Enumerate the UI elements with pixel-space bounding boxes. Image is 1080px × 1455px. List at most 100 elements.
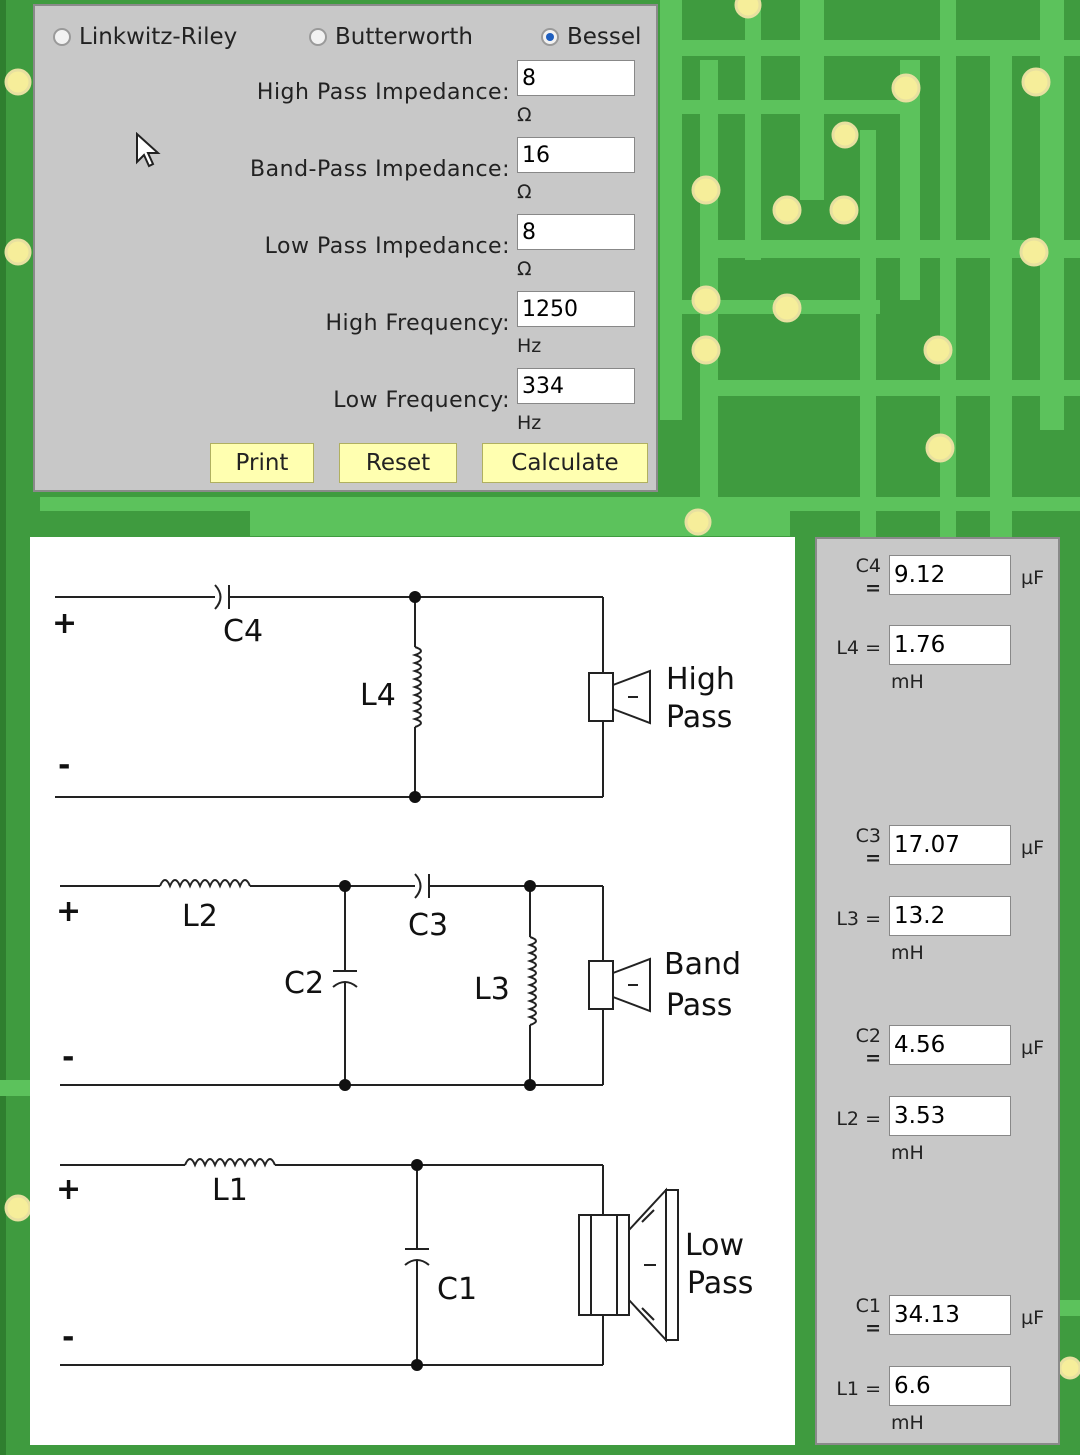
high-pass-line1: High — [666, 662, 735, 697]
low-pass-impedance-row: Low Pass Impedance: Ω — [35, 214, 660, 284]
result-l3-unit: mH — [891, 942, 924, 964]
reset-button[interactable]: Reset — [339, 443, 457, 483]
hp-plus: + — [52, 606, 77, 641]
band-pass-impedance-unit: Ω — [517, 181, 532, 203]
result-c1-unit: µF — [1021, 1307, 1045, 1329]
radio-bessel-label: Bessel — [567, 24, 642, 50]
radio-linkwitz-riley-label: Linkwitz-Riley — [79, 24, 238, 50]
bp-minus: - — [62, 1040, 74, 1075]
band-pass-impedance-input[interactable] — [517, 137, 635, 173]
result-l2-unit: mH — [891, 1142, 924, 1164]
radio-butterworth-label: Butterworth — [335, 24, 473, 50]
high-pass-line2: Pass — [666, 700, 732, 735]
l2-label: L2 — [182, 899, 218, 934]
result-c1: C1 = µF — [817, 1295, 1062, 1355]
high-frequency-row: High Frequency: Hz — [35, 291, 660, 361]
mouse-cursor-icon — [136, 132, 161, 168]
result-l3: L3 = mH — [817, 896, 1062, 964]
result-l1-unit: mH — [891, 1412, 924, 1434]
result-c3: C3 = µF — [817, 825, 1062, 885]
result-l2: L2 = mH — [817, 1096, 1062, 1164]
result-l1-name-text: L1 — [836, 1378, 860, 1400]
result-l4-unit: mH — [891, 671, 924, 693]
result-c1-input[interactable] — [889, 1295, 1011, 1335]
result-l2-name: L2 = — [817, 1108, 881, 1130]
crossover-schematic: + - C4 L4 High Pass + - L2 C3 C2 L3 Band… — [52, 584, 753, 1371]
result-c2: C2 = µF — [817, 1025, 1062, 1085]
crossover-diagram: + - C4 L4 High Pass + - L2 C3 C2 L3 Band… — [30, 537, 795, 1445]
lp-plus: + — [56, 1172, 81, 1207]
low-frequency-row: Low Frequency: Hz — [35, 368, 660, 438]
result-c3-unit: µF — [1021, 837, 1045, 859]
result-l2-name-text: L2 — [836, 1108, 860, 1130]
result-l4-name: L4 = — [817, 637, 881, 659]
result-l4-eq: = — [865, 637, 881, 659]
radio-butterworth[interactable]: Butterworth — [309, 24, 473, 50]
high-frequency-label: High Frequency: — [325, 311, 510, 336]
low-pass-line1: Low — [685, 1228, 744, 1263]
result-l4-input[interactable] — [889, 625, 1011, 665]
result-l4-name-text: L4 — [836, 637, 860, 659]
low-frequency-input[interactable] — [517, 368, 635, 404]
result-c3-eq: = — [865, 847, 881, 869]
c3-label: C3 — [408, 908, 448, 943]
high-frequency-unit: Hz — [517, 335, 542, 357]
results-panel: C4 = µF L4 = mH C3 = µF L3 = mH C2 = µF … — [815, 537, 1060, 1445]
result-c4-name: C4 — [855, 555, 881, 577]
lp-minus: - — [62, 1320, 74, 1355]
result-c2-unit: µF — [1021, 1037, 1045, 1059]
radio-linkwitz-riley[interactable]: Linkwitz-Riley — [53, 24, 237, 50]
result-c3-name: C3 — [855, 825, 881, 847]
radio-linkwitz-riley-dot[interactable] — [53, 28, 71, 46]
low-pass-line2: Pass — [687, 1266, 753, 1301]
result-c1-eq: = — [865, 1317, 881, 1339]
l1-label: L1 — [212, 1173, 248, 1208]
filter-type-group: Linkwitz-Riley Butterworth Bessel — [35, 24, 660, 58]
print-button[interactable]: Print — [210, 443, 314, 483]
result-l1: L1 = mH — [817, 1366, 1062, 1434]
c2-label: C2 — [284, 966, 324, 1001]
result-l2-input[interactable] — [889, 1096, 1011, 1136]
result-l1-input[interactable] — [889, 1366, 1011, 1406]
result-c4-unit: µF — [1021, 567, 1045, 589]
input-panel: Linkwitz-Riley Butterworth Bessel High P… — [33, 4, 658, 492]
c1-label: C1 — [437, 1272, 477, 1307]
low-frequency-unit: Hz — [517, 412, 542, 434]
high-frequency-input[interactable] — [517, 291, 635, 327]
l4-label: L4 — [360, 678, 396, 713]
calculate-button[interactable]: Calculate — [482, 443, 648, 483]
high-pass-impedance-unit: Ω — [517, 104, 532, 126]
result-c4-input[interactable] — [889, 555, 1011, 595]
bp-plus: + — [56, 894, 81, 929]
result-c3-input[interactable] — [889, 825, 1011, 865]
result-l3-name: L3 = — [817, 908, 881, 930]
high-pass-impedance-label: High Pass Impedance: — [256, 80, 510, 105]
c4-label: C4 — [223, 614, 263, 649]
result-c2-input[interactable] — [889, 1025, 1011, 1065]
band-pass-line1: Band — [664, 947, 741, 982]
result-l3-name-text: L3 — [836, 908, 860, 930]
band-pass-impedance-label: Band-Pass Impedance: — [250, 157, 510, 182]
l3-label: L3 — [474, 972, 510, 1007]
result-l2-eq: = — [865, 1108, 881, 1130]
high-pass-impedance-input[interactable] — [517, 60, 635, 96]
result-c2-eq: = — [865, 1047, 881, 1069]
result-c4-eq: = — [865, 577, 881, 599]
result-l3-input[interactable] — [889, 896, 1011, 936]
result-l1-name: L1 = — [817, 1378, 881, 1400]
high-pass-impedance-row: High Pass Impedance: Ω — [35, 60, 660, 130]
result-l4: L4 = mH — [817, 625, 1062, 693]
low-pass-impedance-unit: Ω — [517, 258, 532, 280]
radio-bessel-dot[interactable] — [541, 28, 559, 46]
radio-butterworth-dot[interactable] — [309, 28, 327, 46]
result-c4: C4 = µF — [817, 555, 1062, 615]
result-l1-eq: = — [865, 1378, 881, 1400]
low-pass-impedance-input[interactable] — [517, 214, 635, 250]
result-l3-eq: = — [865, 908, 881, 930]
band-pass-impedance-row: Band-Pass Impedance: Ω — [35, 137, 660, 207]
radio-bessel[interactable]: Bessel — [541, 24, 641, 50]
result-c1-name: C1 — [855, 1295, 881, 1317]
low-frequency-label: Low Frequency: — [333, 388, 510, 413]
result-c2-name: C2 — [855, 1025, 881, 1047]
hp-minus: - — [58, 748, 70, 783]
